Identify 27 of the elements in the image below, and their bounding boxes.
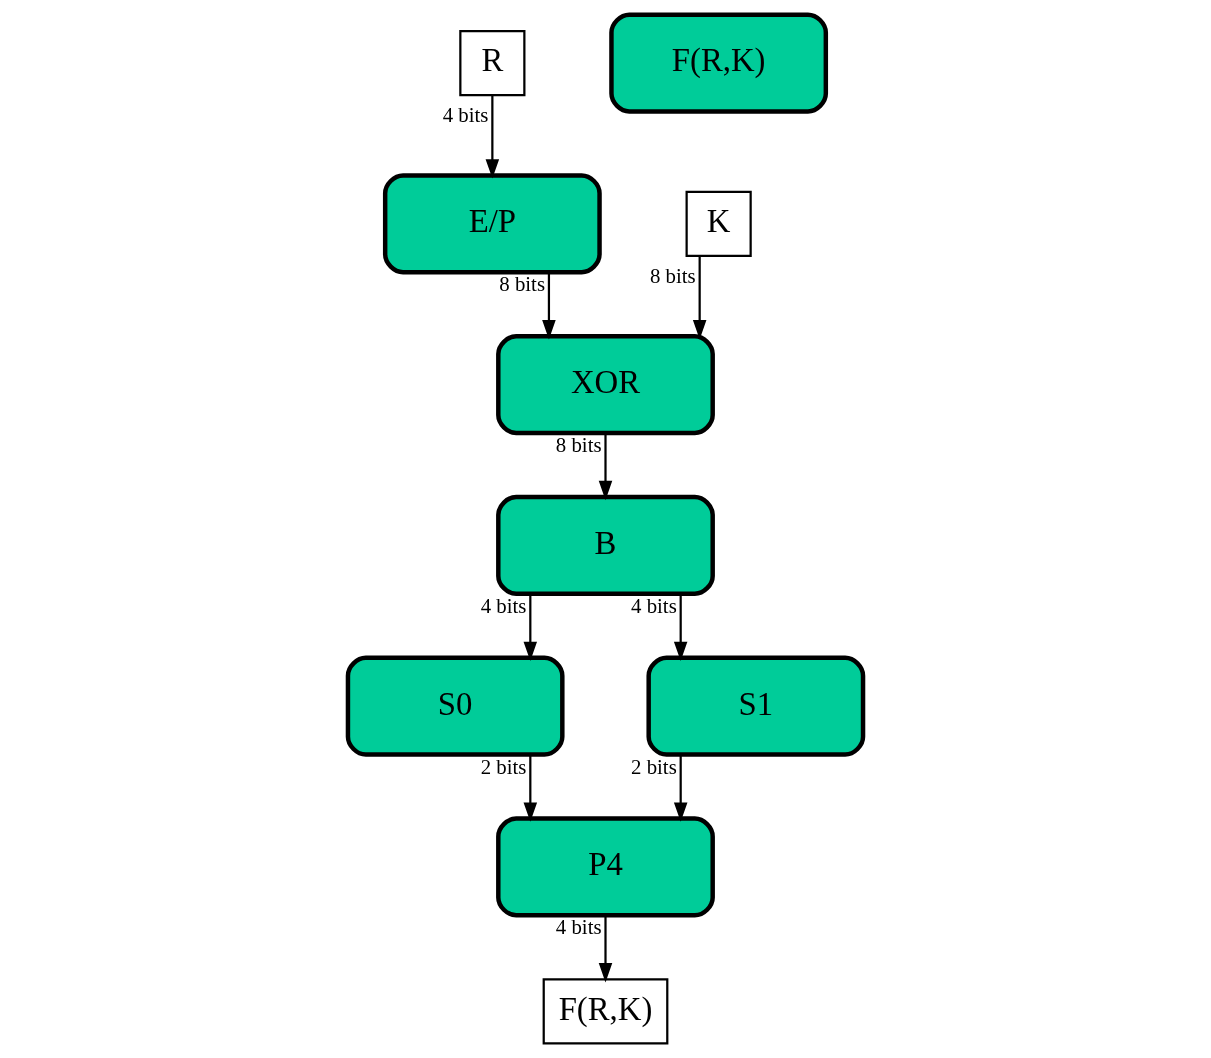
edge-label: 4 bits: [631, 593, 677, 618]
node-box: F(R,K): [609, 12, 829, 114]
edge-label: 2 bits: [631, 754, 677, 779]
node-box: XOR: [496, 333, 715, 436]
edge-label: 2 bits: [480, 754, 527, 779]
node-box: K: [685, 190, 752, 257]
node-box: S0: [345, 655, 565, 757]
edge-label: 4 bits: [442, 103, 489, 128]
arrow: [523, 754, 538, 822]
arrow: [598, 915, 613, 983]
edge-label: 4 bits: [555, 915, 602, 940]
node-box: R: [459, 29, 526, 97]
arrow: [542, 272, 556, 340]
edge-label: 4 bits: [480, 593, 527, 618]
arrow: [598, 433, 613, 501]
arrow: [673, 594, 688, 661]
node-box: F(R,K): [542, 978, 669, 1045]
arrow: [523, 594, 538, 661]
edge-label: 8 bits: [499, 272, 545, 297]
arrow: [485, 95, 500, 179]
node-box: P4: [496, 816, 715, 918]
edge-label: 8 bits: [650, 263, 696, 288]
node-box: S1: [646, 655, 866, 757]
node-box: B: [496, 494, 715, 596]
arrow: [673, 754, 688, 822]
node-box: E/P: [382, 173, 602, 275]
arrow: [692, 255, 707, 340]
